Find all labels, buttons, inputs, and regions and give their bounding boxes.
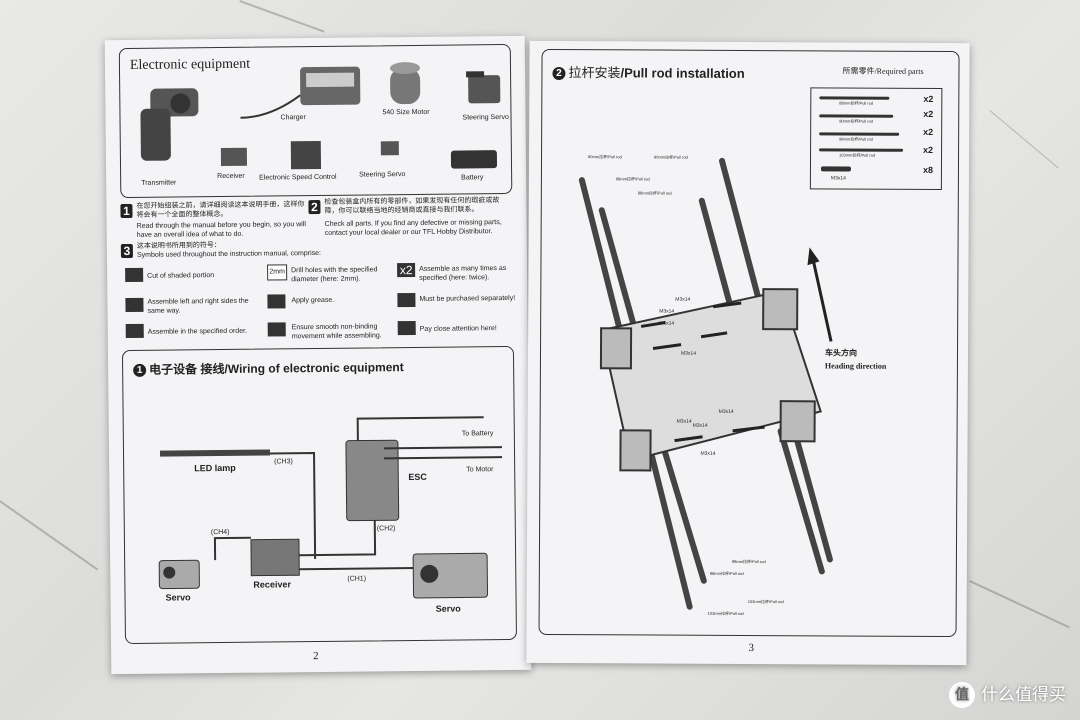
watermark: 值什么值得买 — [949, 680, 1066, 708]
watermark-text: 什么值得买 — [981, 685, 1066, 705]
ch1-label: (CH1) — [347, 575, 367, 583]
marble-vein — [989, 110, 1059, 169]
ch2-label: (CH2) — [376, 525, 396, 533]
callout-screw: M3x14 — [676, 418, 692, 425]
symbol-text: Assemble as many times as specified (her… — [419, 265, 507, 282]
marble-vein — [239, 0, 325, 33]
grease-icon — [267, 294, 286, 309]
symbol-text: Assemble left and right sides the same w… — [147, 297, 249, 315]
servo-right-label: Servo — [435, 603, 461, 614]
equipment-panel: Electronic equipment — [118, 43, 513, 199]
watermark-logo-icon: 值 — [949, 682, 975, 708]
motor-icon — [390, 62, 421, 105]
callout-screw: M3x14 — [692, 422, 708, 429]
servo-right-icon — [412, 552, 489, 599]
marble-vein — [969, 580, 1070, 629]
attention-icon — [397, 320, 416, 336]
callout-screw: M3x14 — [659, 308, 675, 315]
callout-screw: M3x14 — [680, 350, 697, 357]
esc-label: Electronic Speed Control — [259, 173, 337, 182]
steering-servo-label-top: Steering Servo — [462, 113, 509, 122]
step1-cn: 在您开始组装之前，请详细阅读这本说明手册，这样你将会有一个全面的整体概念。 — [136, 201, 305, 219]
page-number-right: 3 — [748, 642, 754, 655]
screws — [640, 301, 765, 443]
led-lamp-icon — [159, 449, 271, 457]
symbol-text: Assemble in the specified order. — [147, 327, 248, 336]
order-icon — [125, 323, 144, 339]
charger-label: Charger — [280, 114, 306, 122]
to-battery-label: To Battery — [461, 430, 494, 438]
symbol-text: Must be purchased separately! — [419, 294, 516, 303]
small-servo-icon — [380, 141, 399, 156]
heading-arrow-icon — [807, 247, 833, 342]
receiver-module-icon — [250, 538, 300, 577]
symbol-text: Pay close attention here! — [419, 325, 497, 333]
receiver-icon — [220, 147, 248, 167]
smooth-movement-icon — [267, 322, 286, 337]
callout-rod: 88mm拉杆/Pull rod — [637, 190, 672, 196]
manual-page-left: Electronic equipment — [104, 35, 532, 675]
esc-wiring-label: ESC — [408, 471, 427, 483]
step1-en: Read through the manual before you begin… — [136, 221, 306, 239]
callout-rod: 90mm拉杆/Pull rod — [588, 154, 622, 160]
charger-icon — [240, 66, 361, 119]
chassis-frame — [599, 288, 822, 472]
step3-en: Symbols used throughout the instruction … — [136, 249, 322, 259]
callout-rod: 88mm拉杆/Pull rod — [709, 570, 744, 576]
callout-rod: 98mm拉杆/Pull rod — [615, 176, 650, 182]
esc-module-icon — [345, 439, 400, 522]
servo-left-label: Servo — [165, 592, 191, 603]
transmitter-label: Transmitter — [141, 179, 177, 187]
symbol-text: Ensure smooth non-binding movement while… — [291, 323, 382, 341]
symbol-text: Apply grease. — [291, 296, 335, 305]
esc-icon — [290, 140, 322, 170]
equipment-illustrations — [140, 62, 501, 170]
step2-badge: 2 — [308, 199, 321, 215]
callout-screw: M3x14 — [659, 320, 675, 327]
drill-icon: 2mm — [267, 264, 288, 281]
step1-badge: 1 — [120, 203, 133, 219]
led-lamp-label: LED lamp — [194, 462, 236, 474]
callout-rod: 103mm拉杆/Pull rod — [747, 599, 784, 605]
purchase-separately-icon — [397, 292, 416, 308]
receiver-wiring-label: Receiver — [253, 579, 291, 590]
page-number-left: 2 — [313, 650, 319, 663]
ch3-label: (CH3) — [274, 458, 293, 466]
to-motor-label: To Motor — [466, 466, 494, 474]
callout-rod: 98mm拉杆/Pull rod — [731, 558, 766, 565]
symbol-text: Drill holes with the specified diameter … — [291, 266, 378, 284]
marble-vein — [0, 500, 99, 571]
steering-servo-label: Steering Servo — [359, 171, 406, 179]
battery-icon — [450, 150, 498, 169]
repeat-icon: x2 — [397, 262, 416, 278]
cut-icon — [125, 267, 144, 283]
mirror-icon — [125, 297, 144, 313]
callout-rod: 103mm拉杆/Pull rod — [707, 610, 744, 616]
callout-rod: 90mm拉杆/Pull rod — [654, 154, 688, 160]
front-rods — [647, 428, 833, 610]
callout-screw: M3x14 — [675, 296, 691, 303]
servo-left-icon — [158, 559, 200, 590]
battery-label: Battery — [461, 174, 484, 182]
callout-screw: M3x14 — [718, 408, 734, 415]
servo-icon — [466, 71, 501, 104]
transmitter-icon — [140, 88, 199, 161]
pull-rod-diagram — [578, 157, 833, 610]
step3-badge: 3 — [120, 243, 133, 259]
motor-label: 540 Size Motor — [382, 108, 430, 117]
heading-cn: 车头方向 — [824, 348, 858, 358]
heading-en: Heading direction — [824, 361, 887, 371]
callout-screw: M3x14 — [700, 450, 716, 457]
wiring-diagram — [158, 416, 503, 599]
step2-en: Check all parts. If you find any defecti… — [324, 219, 502, 237]
ch4-label: (CH4) — [210, 528, 230, 537]
symbol-text: Cut of shaded portion — [147, 272, 215, 280]
receiver-label: Receiver — [217, 172, 245, 181]
step2-cn: 检查包装盒内所有的零部件，如果发现有任何的瑕疵或故障，你可以联络当地的经销商或直… — [324, 197, 500, 215]
